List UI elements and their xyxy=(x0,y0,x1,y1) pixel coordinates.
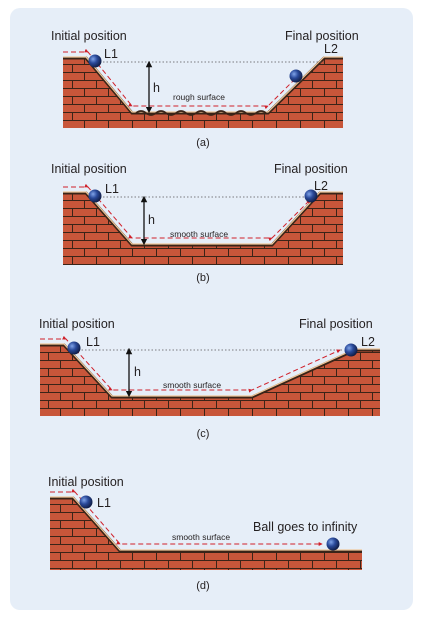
surface-label-a: rough surface xyxy=(173,92,225,102)
end-marker-b: L2 xyxy=(314,179,328,193)
panel-c: Initial position Final position L1 L2 h … xyxy=(39,317,380,440)
ball-end-a xyxy=(289,69,303,83)
ball-start-b xyxy=(88,189,102,203)
initial-label-a: Initial position xyxy=(51,29,127,43)
start-marker-b: L1 xyxy=(105,182,119,196)
initial-label-c: Initial position xyxy=(39,317,115,331)
ball-path-b xyxy=(63,183,311,242)
caption-a: (a) xyxy=(196,137,209,149)
height-label-a: h xyxy=(153,81,160,95)
start-marker-a: L1 xyxy=(104,47,118,61)
panel-b: Initial position Final position L1 L2 h … xyxy=(51,162,348,284)
height-label-b: h xyxy=(148,213,155,227)
final-label-c: Final position xyxy=(299,317,373,331)
caption-b: (b) xyxy=(196,272,209,284)
panel-a: Initial position Final position L1 L2 h … xyxy=(51,29,359,149)
surface-highlight-c xyxy=(40,343,380,397)
surface-line-c xyxy=(40,343,380,399)
start-marker-c: L1 xyxy=(86,335,100,349)
panel-d: Initial position L1 smooth surface Ball … xyxy=(48,475,362,592)
caption-d: (d) xyxy=(196,580,209,592)
surface-line-b xyxy=(63,191,343,247)
caption-c: (c) xyxy=(197,428,210,440)
ball-start-a xyxy=(88,54,102,68)
rough-surface-a xyxy=(135,110,267,116)
ball-start-d xyxy=(79,495,93,509)
initial-label-b: Initial position xyxy=(51,162,127,176)
track-b xyxy=(63,193,343,265)
end-marker-a: L2 xyxy=(324,42,338,56)
infinity-label-d: Ball goes to infinity xyxy=(253,520,358,534)
ball-start-c xyxy=(67,341,81,355)
ball-end-d xyxy=(326,537,340,551)
ball-end-c xyxy=(344,343,358,357)
ball-path-c xyxy=(40,335,341,393)
surface-label-d: smooth surface xyxy=(172,532,230,542)
height-label-c: h xyxy=(134,365,141,379)
ball-path-d xyxy=(50,488,323,546)
panel-background xyxy=(10,8,413,610)
final-label-b: Final position xyxy=(274,162,348,176)
initial-label-d: Initial position xyxy=(48,475,124,489)
surface-highlight-a xyxy=(63,56,343,113)
final-label-a: Final position xyxy=(285,29,359,43)
ball-path-a xyxy=(63,48,297,110)
surface-label-c: smooth surface xyxy=(163,380,221,390)
surface-label-b: smooth surface xyxy=(170,229,228,239)
end-marker-c: L2 xyxy=(361,335,375,349)
surface-line-a xyxy=(63,56,343,115)
start-marker-d: L1 xyxy=(97,496,111,510)
ball-end-b xyxy=(304,189,318,203)
track-a xyxy=(63,58,343,128)
surface-highlight-b xyxy=(63,191,343,245)
